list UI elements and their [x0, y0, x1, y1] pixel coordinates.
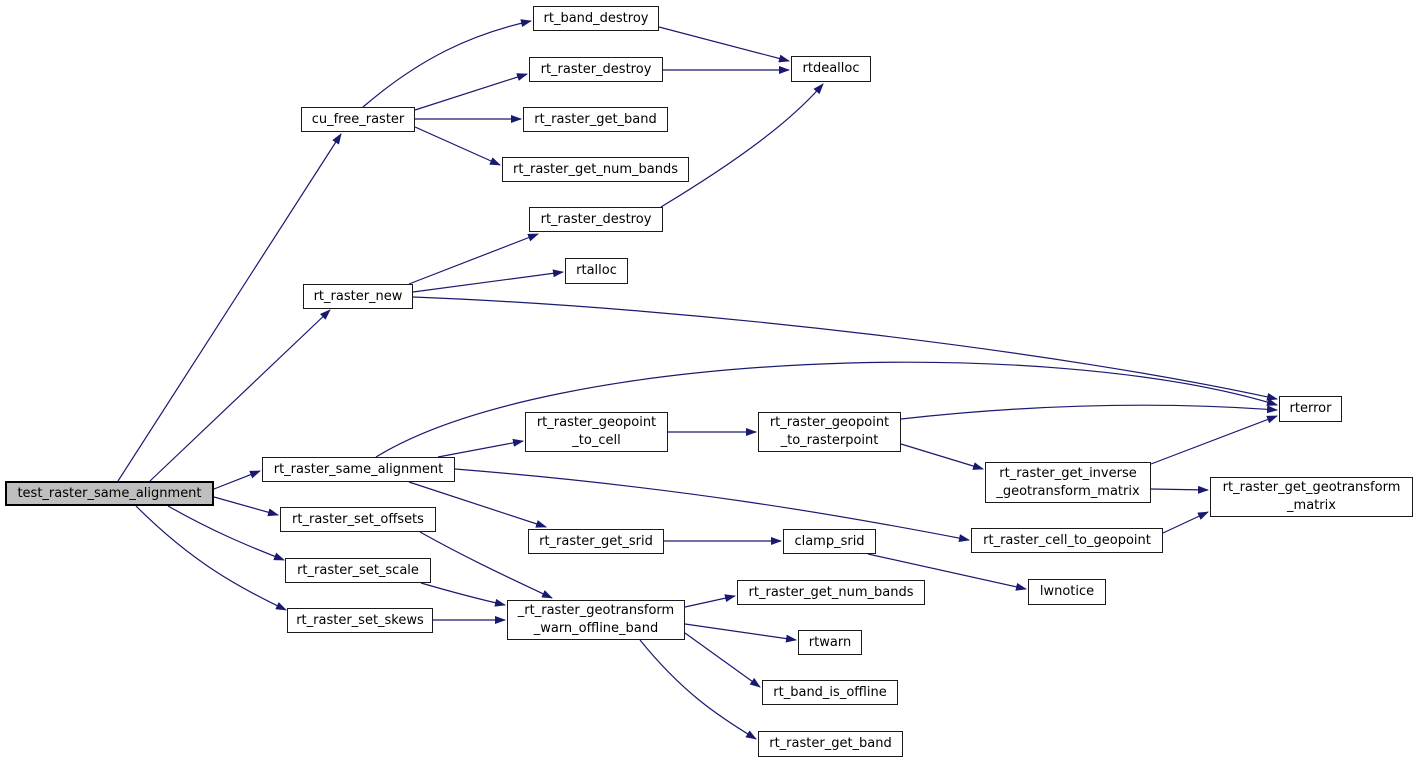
node-label: cu_free_raster — [311, 111, 405, 127]
node-label: rtalloc — [576, 263, 617, 278]
edge-test_raster_same_alignment-to-cu_free_raster — [117, 133, 342, 482]
edge-_rt_raster_geotransform_warn_offline_band-to-rt_raster_get_band_bot — [639, 639, 757, 740]
node-test_raster_same_alignment: test_raster_same_alignment — [5, 481, 214, 506]
node-label: rt_raster_geopoint — [769, 415, 890, 430]
node-clamp_srid[interactable]: clamp_srid — [783, 529, 876, 554]
node-label: rt_raster_cell_to_geopoint — [983, 532, 1151, 548]
node-label: _warn_offline_band — [533, 621, 659, 636]
node-label: _matrix — [1287, 498, 1336, 513]
edge-rt_raster_same_alignment-to-rt_raster_geopoint_to_cell — [437, 438, 524, 458]
node-rtwarn[interactable]: rtwarn — [798, 630, 862, 655]
node-label: rt_band_destroy — [543, 10, 649, 26]
node-label: _geotransform_matrix — [996, 483, 1140, 499]
node-_rt_raster_geotransform_warn_offline_band[interactable]: _rt_raster_geotransform _warn_offline_ban… — [507, 600, 685, 640]
node-label: clamp_srid — [794, 533, 865, 549]
node-rt_raster_get_geotransform_matrix[interactable]: rt_raster_get_geotransform _matrix — [1210, 477, 1413, 517]
node-rt_raster_get_inverse_geotransform_matrix[interactable]: rt_raster_get_inverse _geotransform_matri… — [985, 462, 1151, 503]
edge-rt_raster_new-to-rterror — [412, 296, 1278, 401]
node-label: rt_raster_get_band — [534, 111, 657, 127]
node-label: rtdealloc — [802, 61, 860, 76]
node-rt_band_is_offline[interactable]: rt_band_is_offline — [762, 680, 898, 705]
node-rt_raster_get_num_bands_bot[interactable]: rt_raster_get_num_bands — [737, 580, 925, 605]
edge-_rt_raster_geotransform_warn_offline_band-to-rtwarn — [684, 623, 797, 643]
node-label: rt_raster_set_scale — [297, 562, 419, 578]
node-label: rt_raster_set_offsets — [292, 511, 424, 527]
node-rt_raster_get_band_top[interactable]: rt_raster_get_band — [523, 107, 668, 132]
edge-cu_free_raster-to-rt_raster_get_num_bands_top — [414, 126, 501, 166]
edge-rt_raster_set_scale-to-_rt_raster_geotransform_warn_offline_band — [420, 582, 506, 607]
node-label: rt_raster_get_num_bands — [748, 584, 914, 600]
edge-rt_raster_geopoint_to_rasterpoint-to-rt_raster_get_inverse_geotransform_matrix — [900, 443, 984, 470]
edge-rt_raster_destroy_2-to-rtdealloc — [660, 83, 824, 208]
node-lwnotice[interactable]: lwnotice — [1028, 579, 1106, 605]
node-rt_raster_get_num_bands_top[interactable]: rt_raster_get_num_bands — [502, 157, 689, 182]
node-rt_raster_set_skews[interactable]: rt_raster_set_skews — [287, 608, 433, 633]
edge-rt_raster_set_offsets-to-_rt_raster_geotransform_warn_offline_band — [419, 531, 553, 599]
node-label: _rt_raster_geotransform — [517, 603, 675, 618]
edge-rt_raster_geopoint_to_rasterpoint-to-rterror — [900, 404, 1278, 420]
edge-rt_raster_get_inverse_geotransform_matrix-to-rt_raster_get_geotransform_matrix — [1150, 485, 1209, 494]
edge-rt_raster_same_alignment-to-rt_raster_get_srid — [408, 481, 547, 528]
edge-clamp_srid-to-lwnotice — [867, 553, 1027, 591]
node-label: rt_raster_get_num_bands — [513, 161, 678, 177]
node-rt_band_destroy[interactable]: rt_band_destroy — [533, 6, 659, 31]
edge-test_raster_same_alignment-to-rt_raster_set_scale — [167, 505, 285, 561]
edge-rt_raster_get_inverse_geotransform_matrix-to-rterror — [1150, 415, 1278, 465]
node-rt_raster_set_scale[interactable]: rt_raster_set_scale — [285, 558, 431, 583]
edge-rt_raster_same_alignment-to-rt_raster_cell_to_geopoint — [454, 468, 970, 543]
node-label: rt_raster_get_inverse — [999, 465, 1137, 481]
edge-rt_raster_new-to-rtalloc — [412, 269, 564, 293]
node-label: rt_raster_get_srid — [539, 533, 653, 549]
node-label: rt_raster_set_skews — [296, 612, 424, 628]
node-label: _to_cell — [572, 433, 621, 448]
node-label: rtwarn — [808, 634, 852, 650]
node-label: rt_raster_get_geotransform — [1222, 480, 1401, 495]
node-label: _to_rasterpoint — [780, 433, 879, 448]
node-label: rt_raster_new — [313, 288, 403, 304]
node-rt_raster_destroy_1[interactable]: rt_raster_destroy — [529, 57, 663, 82]
node-label: rt_raster_get_band — [769, 736, 892, 751]
edge-test_raster_same_alignment-to-rt_raster_set_offsets — [213, 496, 279, 517]
node-rt_raster_destroy_2[interactable]: rt_raster_destroy — [529, 207, 663, 232]
node-label: rt_raster_same_alignment — [273, 461, 444, 477]
edge-rt_raster_cell_to_geopoint-to-rt_raster_get_geotransform_matrix — [1162, 511, 1209, 534]
node-rt_raster_cell_to_geopoint[interactable]: rt_raster_cell_to_geopoint — [971, 528, 1163, 553]
edge-_rt_raster_geotransform_warn_offline_band-to-rt_raster_get_num_bands_bot — [684, 594, 736, 608]
node-rtdealloc[interactable]: rtdealloc — [791, 56, 871, 82]
node-label: rt_raster_geopoint — [536, 415, 657, 430]
node-label: rt_raster_destroy — [540, 61, 652, 77]
edge-test_raster_same_alignment-to-rt_raster_set_skews — [135, 505, 287, 611]
node-rt_raster_geopoint_to_cell[interactable]: rt_raster_geopoint _to_cell — [525, 412, 668, 452]
node-label: lwnotice — [1039, 584, 1095, 599]
node-rterror[interactable]: rterror — [1279, 396, 1342, 422]
node-rt_raster_same_alignment[interactable]: rt_raster_same_alignment — [262, 457, 455, 482]
edge-rt_raster_same_alignment-to-rterror — [375, 361, 1278, 458]
edge-_rt_raster_geotransform_warn_offline_band-to-rt_band_is_offline — [684, 632, 761, 688]
node-cu_free_raster[interactable]: cu_free_raster — [301, 107, 415, 132]
node-rt_raster_new[interactable]: rt_raster_new — [303, 284, 413, 309]
node-label: rterror — [1289, 401, 1332, 416]
edge-cu_free_raster-to-rt_band_destroy — [362, 19, 532, 108]
edge-cu_free_raster-to-rt_raster_destroy_1 — [414, 73, 528, 111]
edge-test_raster_same_alignment-to-rt_raster_new — [149, 309, 331, 482]
node-rt_raster_get_srid[interactable]: rt_raster_get_srid — [528, 529, 664, 554]
edge-test_raster_same_alignment-to-rt_raster_same_alignment — [213, 470, 261, 490]
node-rt_raster_get_band_bot[interactable]: rt_raster_get_band — [758, 731, 903, 757]
node-rtalloc[interactable]: rtalloc — [565, 258, 628, 284]
node-label: test_raster_same_alignment — [17, 485, 202, 501]
edge-rt_raster_new-to-rt_raster_destroy_2 — [408, 233, 539, 285]
node-label: rt_raster_destroy — [540, 211, 652, 227]
edge-rt_band_destroy-to-rtdealloc — [658, 26, 790, 63]
node-label: rt_band_is_offline — [773, 684, 887, 700]
node-rt_raster_geopoint_to_rasterpoint[interactable]: rt_raster_geopoint _to_rasterpoint — [758, 412, 901, 452]
node-rt_raster_set_offsets[interactable]: rt_raster_set_offsets — [280, 507, 436, 532]
